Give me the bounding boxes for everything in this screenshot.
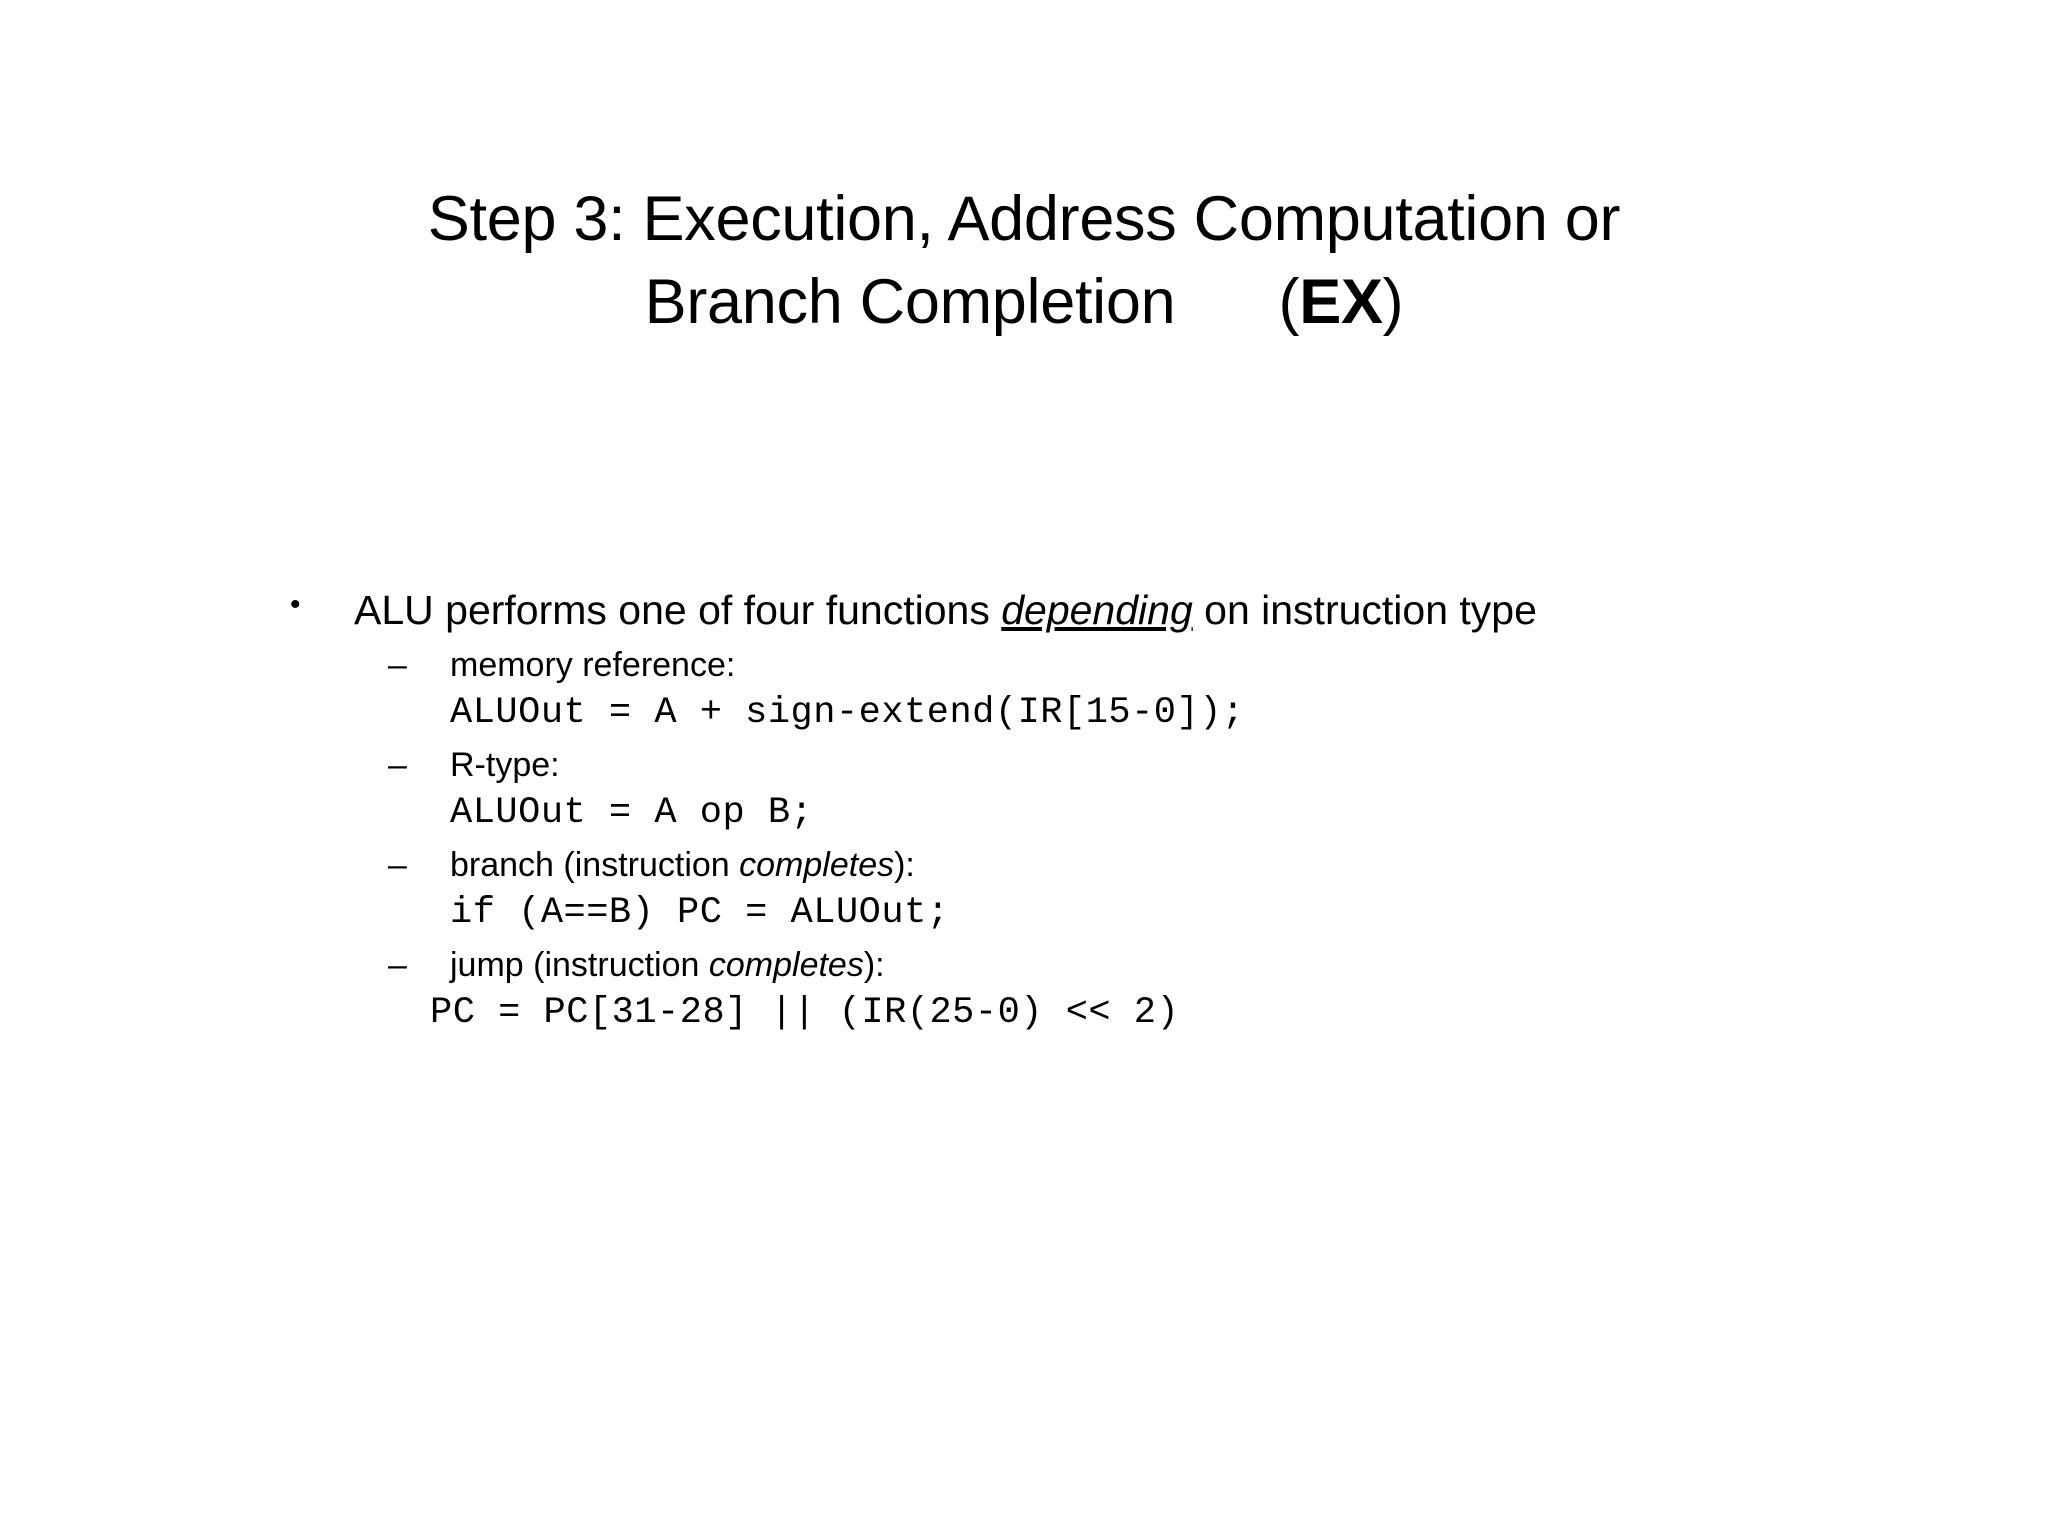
sub-bullet-group-branch: – branch (instruction completes): if (A==… [282,845,1982,939]
sub-bullet-text-before: memory reference: [450,646,736,685]
sub-bullet-text-after: ): [894,846,915,885]
dash-marker-icon: – [388,846,407,885]
title-line-2-prefix: Branch Completion ( [644,267,1300,338]
code-line-branch: if (A==B) PC = ALUOut; [450,891,950,934]
slide-title: Step 3: Execution, Address Computation o… [128,178,1920,344]
bullet-text-after: on instruction type [1192,587,1537,633]
dash-marker-icon: – [388,946,407,985]
bullet-text-emphasis: depending [1001,587,1193,633]
sub-bullet-group-jump: – jump (instruction completes): PC = PC[3… [282,945,1982,1039]
title-line-1: Step 3: Execution, Address Computation o… [427,184,1621,254]
title-stage-abbreviation: EX [1299,267,1383,338]
title-line-2: Branch Completion (EX) [128,261,1920,344]
sub-bullet-text-before: R-type: [450,746,560,785]
bullet-item-alu-functions: • ALU performs one of four functions depe… [282,586,1982,635]
sub-bullet-text-before: jump (instruction [450,946,709,985]
sub-bullet-label-jump: – jump (instruction completes): [282,945,1982,986]
bullet-marker-icon: • [290,588,301,621]
sub-bullet-text-before: branch (instruction [450,846,740,885]
code-line-memory-reference: ALUOut = A + sign-extend(IR[15-0]); [450,691,1245,734]
sub-bullet-label-memory-reference: – memory reference: [282,645,1982,686]
sub-bullet-label-r-type: – R-type: [282,745,1982,786]
sub-bullet-label-branch: – branch (instruction completes): [282,845,1982,886]
code-line-r-type: ALUOut = A op B; [450,791,814,834]
slide-body: • ALU performs one of four functions depe… [282,586,1982,1045]
sub-bullet-text-emphasis: completes [739,846,895,885]
sub-bullet-group-memory-reference: – memory reference: ALUOut = A + sign-ext… [282,645,1982,739]
dash-marker-icon: – [388,746,407,785]
sub-bullet-group-r-type: – R-type: ALUOut = A op B; [282,745,1982,839]
code-line-jump: PC = PC[31-28] || (IR(25-0) << 2) [430,991,1180,1034]
sub-bullet-text-emphasis: completes [708,946,864,985]
bullet-text-before: ALU performs one of four functions [354,587,1002,633]
sub-bullet-text-after: ): [863,946,885,985]
dash-marker-icon: – [388,646,407,685]
title-line-2-suffix: ) [1382,267,1404,338]
